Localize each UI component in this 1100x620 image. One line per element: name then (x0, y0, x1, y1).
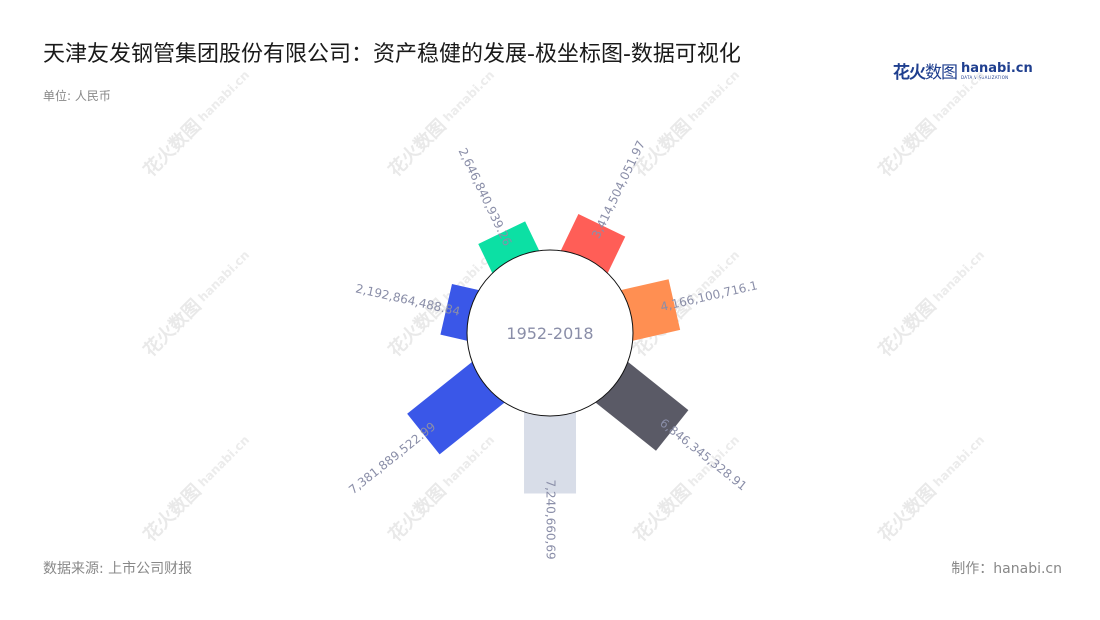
logo-cn-bold: 花火 (893, 63, 926, 83)
svg-text:hanabi.cn: hanabi.cn (196, 248, 253, 305)
svg-text:hanabi.cn: hanabi.cn (931, 68, 988, 125)
value-label-1: 3,414,504,051.97 (589, 138, 648, 240)
chart-title: 天津友发钢管集团股份有限公司：资产稳健的发展-极坐标图-数据可视化 (43, 42, 741, 67)
svg-text:花火数图: 花火数图 (139, 480, 205, 546)
svg-text:花火数图: 花火数图 (874, 295, 940, 361)
svg-text:hanabi.cn: hanabi.cn (931, 433, 988, 490)
credit[interactable]: 制作：hanabi.cn (951, 561, 1062, 577)
svg-text:花火数图: 花火数图 (139, 295, 205, 361)
logo-cn-text: 花火数图 (893, 58, 958, 83)
value-label-7: 2,646,840,939.26 (456, 146, 515, 248)
svg-text:花火数图: 花火数图 (384, 480, 450, 546)
svg-text:hanabi.cn: hanabi.cn (196, 68, 253, 125)
svg-text:花火数图: 花火数图 (139, 115, 205, 181)
svg-text:hanabi.cn: hanabi.cn (441, 68, 498, 125)
brand-logo[interactable]: 花火数图 hanabi.cn DATA VISUALIZATION (893, 58, 1033, 84)
center-circle (466, 249, 634, 417)
logo-en-sub: DATA VISUALIZATION (961, 74, 1009, 80)
svg-text:hanabi.cn: hanabi.cn (686, 68, 743, 125)
svg-text:花火数图: 花火数图 (384, 115, 450, 181)
logo-en: hanabi.cn DATA VISUALIZATION (961, 62, 1033, 80)
data-source: 数据来源: 上市公司财报 (43, 561, 193, 577)
value-label-3: 6,846,345,328.91 (657, 416, 749, 494)
svg-text:hanabi.cn: hanabi.cn (931, 248, 988, 305)
logo-en-main: hanabi.cn (961, 60, 1033, 76)
svg-text:花火数图: 花火数图 (874, 480, 940, 546)
bar-4[interactable] (524, 395, 577, 494)
value-label-5: 7,381,889,522.99 (346, 419, 438, 497)
svg-text:hanabi.cn: hanabi.cn (196, 433, 253, 490)
unit-label: 单位: 人民币 (43, 89, 111, 103)
svg-text:花火数图: 花火数图 (629, 480, 695, 546)
value-label-4: 7,240,660,69 (544, 479, 558, 559)
center-label: 1952-2018 (506, 324, 593, 343)
logo-cn-light: 数图 (925, 63, 958, 83)
svg-text:花火数图: 花火数图 (874, 115, 940, 181)
